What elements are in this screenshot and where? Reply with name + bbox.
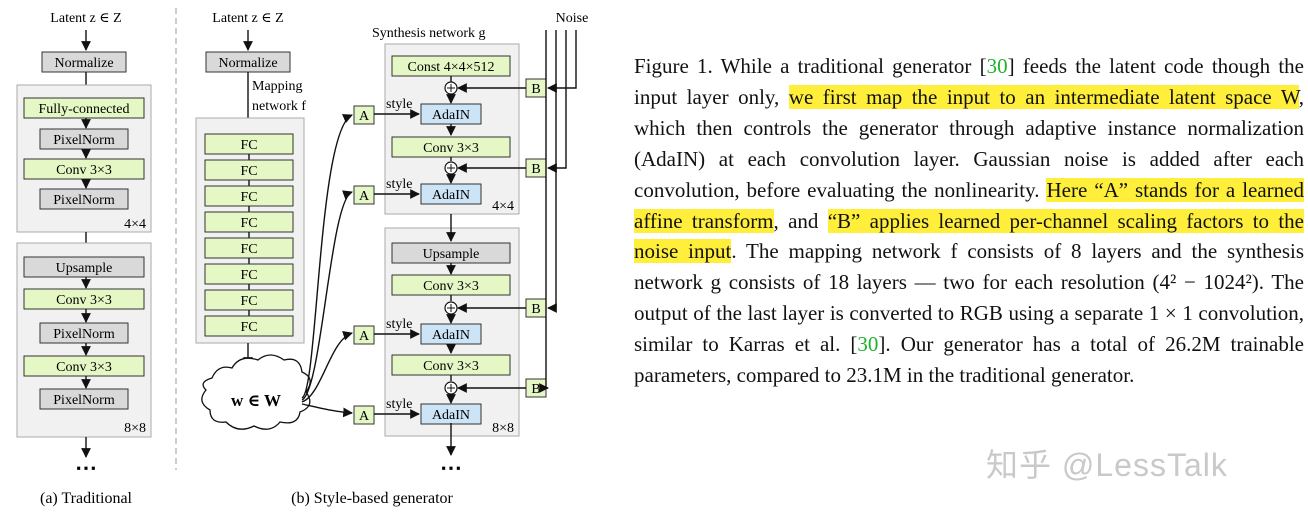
a-affine-box [353, 185, 375, 205]
adain-label: AdaIN [432, 408, 470, 423]
trad-pixelnorm-3 [39, 322, 129, 344]
style-upsample-label: Upsample [423, 247, 480, 262]
trad-conv-3 [23, 355, 145, 377]
figure-caption: Figure 1. While a traditional generator … [634, 51, 1304, 391]
noise-line [539, 30, 549, 393]
caption-text-5: . The mapping network f consists of 8 la… [634, 239, 1304, 357]
a-affine-box [353, 325, 375, 345]
trad-conv-label-2: Conv 3×3 [56, 293, 112, 308]
trad-pixelnorm-label-2: PixelNorm [53, 193, 115, 208]
trad-res-8x8: 8×8 [124, 421, 146, 436]
fc-layer [204, 315, 294, 337]
fc-layer-label: FC [240, 294, 257, 309]
trad-conv-label-1: Conv 3×3 [56, 163, 112, 178]
b-scale-label: B [531, 302, 540, 317]
trad-pixelnorm-2 [39, 188, 129, 210]
fc-layer-label: FC [240, 320, 257, 335]
trad-pixelnorm-label-3: PixelNorm [53, 327, 115, 342]
w-cloud [201, 354, 311, 430]
adain-label: AdaIN [432, 188, 470, 203]
a-affine-label: A [359, 109, 370, 124]
citation-link-2[interactable]: 30 [857, 332, 879, 357]
caption-text-2: ] feeds the latent code though the input… [634, 54, 1304, 109]
fc-layer-label: FC [240, 138, 257, 153]
trad-fc-box [23, 97, 145, 119]
synthesis-conv-label: Conv 3×3 [423, 359, 479, 374]
b-scale-label: B [531, 382, 540, 397]
generator-figure: Latent z ∈ Z Normalize Fully-connected P… [16, 8, 589, 507]
mapping-label: Mapping [252, 79, 303, 94]
trad-fc-label: Fully-connected [39, 102, 130, 117]
a-affine-label: A [359, 189, 370, 204]
a-affine-box [353, 105, 375, 125]
noise-label: Noise [556, 11, 589, 26]
style-input-label: style [386, 97, 412, 112]
trad-latent-label: Latent z ∈ Z [50, 11, 121, 26]
network-f-label: network f [252, 99, 306, 114]
adain-label: AdaIN [432, 328, 470, 343]
a-affine-label: A [359, 329, 370, 344]
citation-link-1[interactable]: 30 [986, 54, 1008, 78]
caption-text-3: , which then controls the generator thro… [634, 84, 1304, 202]
synthesis-conv-label: Conv 3×3 [423, 279, 479, 294]
style-res-4x4: 4×4 [492, 199, 514, 214]
caption-text-6: ]. Our generator has a total of 26.2M tr… [634, 332, 1304, 388]
fc-layer-label: FC [240, 190, 257, 205]
highlight-1: we first map the input to an intermediat… [788, 84, 1299, 109]
trad-caption: (a) Traditional [40, 490, 133, 507]
noise-line [547, 30, 557, 313]
trad-upsample-box [23, 256, 145, 278]
trad-dots: ⋯ [75, 455, 97, 480]
fc-layer-label: FC [240, 164, 257, 179]
noise-line [547, 30, 567, 173]
trad-pixelnorm-4 [39, 388, 129, 410]
b-scale-label: B [531, 162, 540, 177]
trad-normalize-label: Normalize [54, 56, 113, 71]
trad-pixelnorm-label-4: PixelNorm [53, 393, 115, 408]
style-caption: (b) Style-based generator [291, 490, 453, 507]
a-affine-label: A [359, 409, 370, 424]
noise-line [547, 30, 577, 93]
trad-upsample-label: Upsample [56, 261, 113, 276]
trad-pixelnorm-1 [39, 128, 129, 150]
synthesis-label: Synthesis network g [372, 26, 486, 41]
trad-conv-label-3: Conv 3×3 [56, 360, 112, 375]
w-label: w ∈ W [231, 391, 281, 410]
fc-layer-label: FC [240, 268, 257, 283]
style-latent-label: Latent z ∈ Z [212, 11, 283, 26]
trad-conv-2 [23, 288, 145, 310]
caption-text-1: Figure 1. While a traditional generator … [634, 54, 987, 78]
adain-label: AdaIN [432, 108, 470, 123]
caption-text-4: , and [773, 208, 828, 233]
b-scale-label: B [531, 82, 540, 97]
fc-stack: FC FC FC FC FC FC FC FC [204, 133, 294, 337]
synthesis-conv-label: Conv 3×3 [423, 141, 479, 156]
style-normalize-label: Normalize [218, 56, 277, 71]
a-affine-box [353, 405, 375, 425]
adain-box [420, 183, 482, 205]
trad-normalize-box [41, 51, 127, 73]
style-input-label: style [386, 317, 412, 332]
style-input-label: style [386, 177, 412, 192]
trad-conv-1 [23, 158, 145, 180]
trad-res-4x4: 4×4 [124, 217, 146, 232]
trad-pixelnorm-label-1: PixelNorm [53, 133, 115, 148]
fc-layer-label: FC [240, 216, 257, 231]
const-label: Const 4×4×512 [408, 60, 495, 75]
watermark: 知乎 @LessTalk [986, 447, 1228, 483]
style-res-8x8: 8×8 [492, 421, 514, 436]
style-dots: ⋯ [440, 455, 462, 480]
style-input-label: style [386, 397, 412, 412]
fc-layer-label: FC [240, 242, 257, 257]
